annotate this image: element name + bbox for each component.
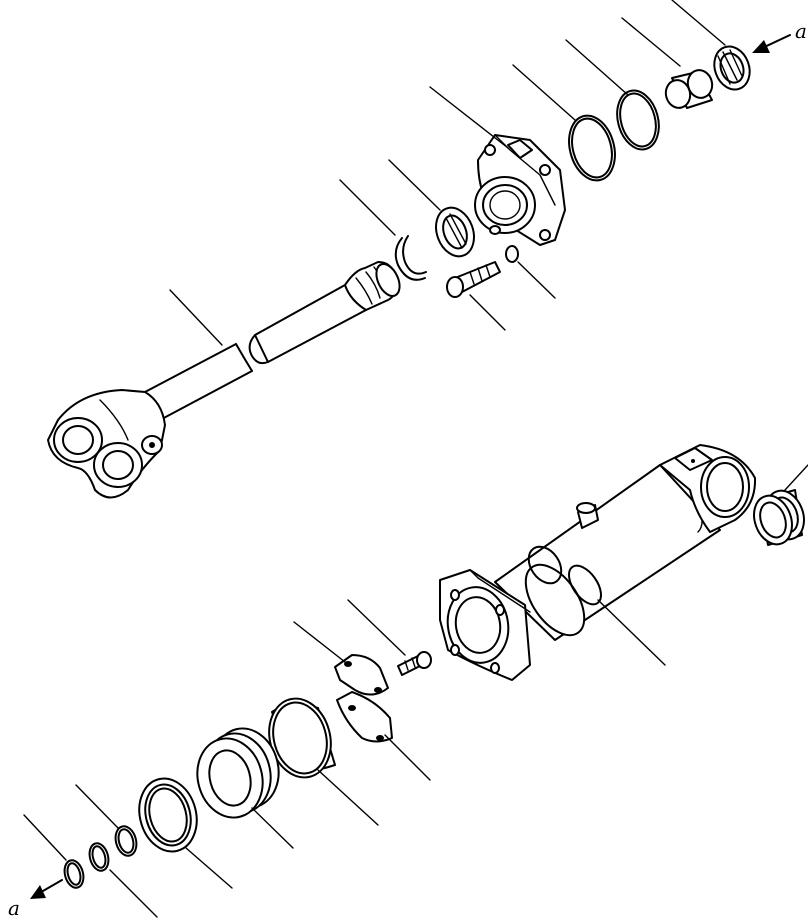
rod-seal: [713, 45, 751, 91]
snap-ring: [394, 235, 427, 281]
split-collar-lower: [336, 691, 393, 743]
o-ring-small-2: [88, 842, 110, 872]
backup-ring: [616, 89, 660, 151]
cylinder-tube: [494, 464, 721, 641]
square-flange: [439, 569, 531, 681]
set-screw: [397, 651, 432, 676]
split-collar-upper: [334, 654, 389, 696]
reference-letter-bottom: a: [8, 896, 20, 919]
pin-bushing: [753, 489, 805, 546]
bushing: [664, 69, 714, 109]
piston: [196, 727, 280, 819]
cylinder-head-mount: [659, 444, 757, 533]
small-washer: [505, 245, 519, 263]
rod-cover-flange: [474, 134, 566, 246]
o-ring-small-1: [114, 825, 138, 857]
reference-letter-top: a: [795, 19, 807, 43]
o-ring-large: [568, 114, 616, 182]
reference-arrow-top: a: [752, 19, 807, 53]
reference-arrow-bottom: a: [8, 879, 63, 919]
o-ring-small-3: [63, 859, 85, 889]
clevis-end: [47, 389, 166, 499]
piston-seal: [138, 777, 198, 853]
bearing-ring: [435, 206, 475, 258]
wear-band: [268, 697, 336, 779]
bolt: [446, 261, 501, 298]
top-leader-lines: [169, 0, 726, 346]
piston-rod: [144, 261, 401, 421]
bottom-leader-lines: [23, 464, 808, 918]
